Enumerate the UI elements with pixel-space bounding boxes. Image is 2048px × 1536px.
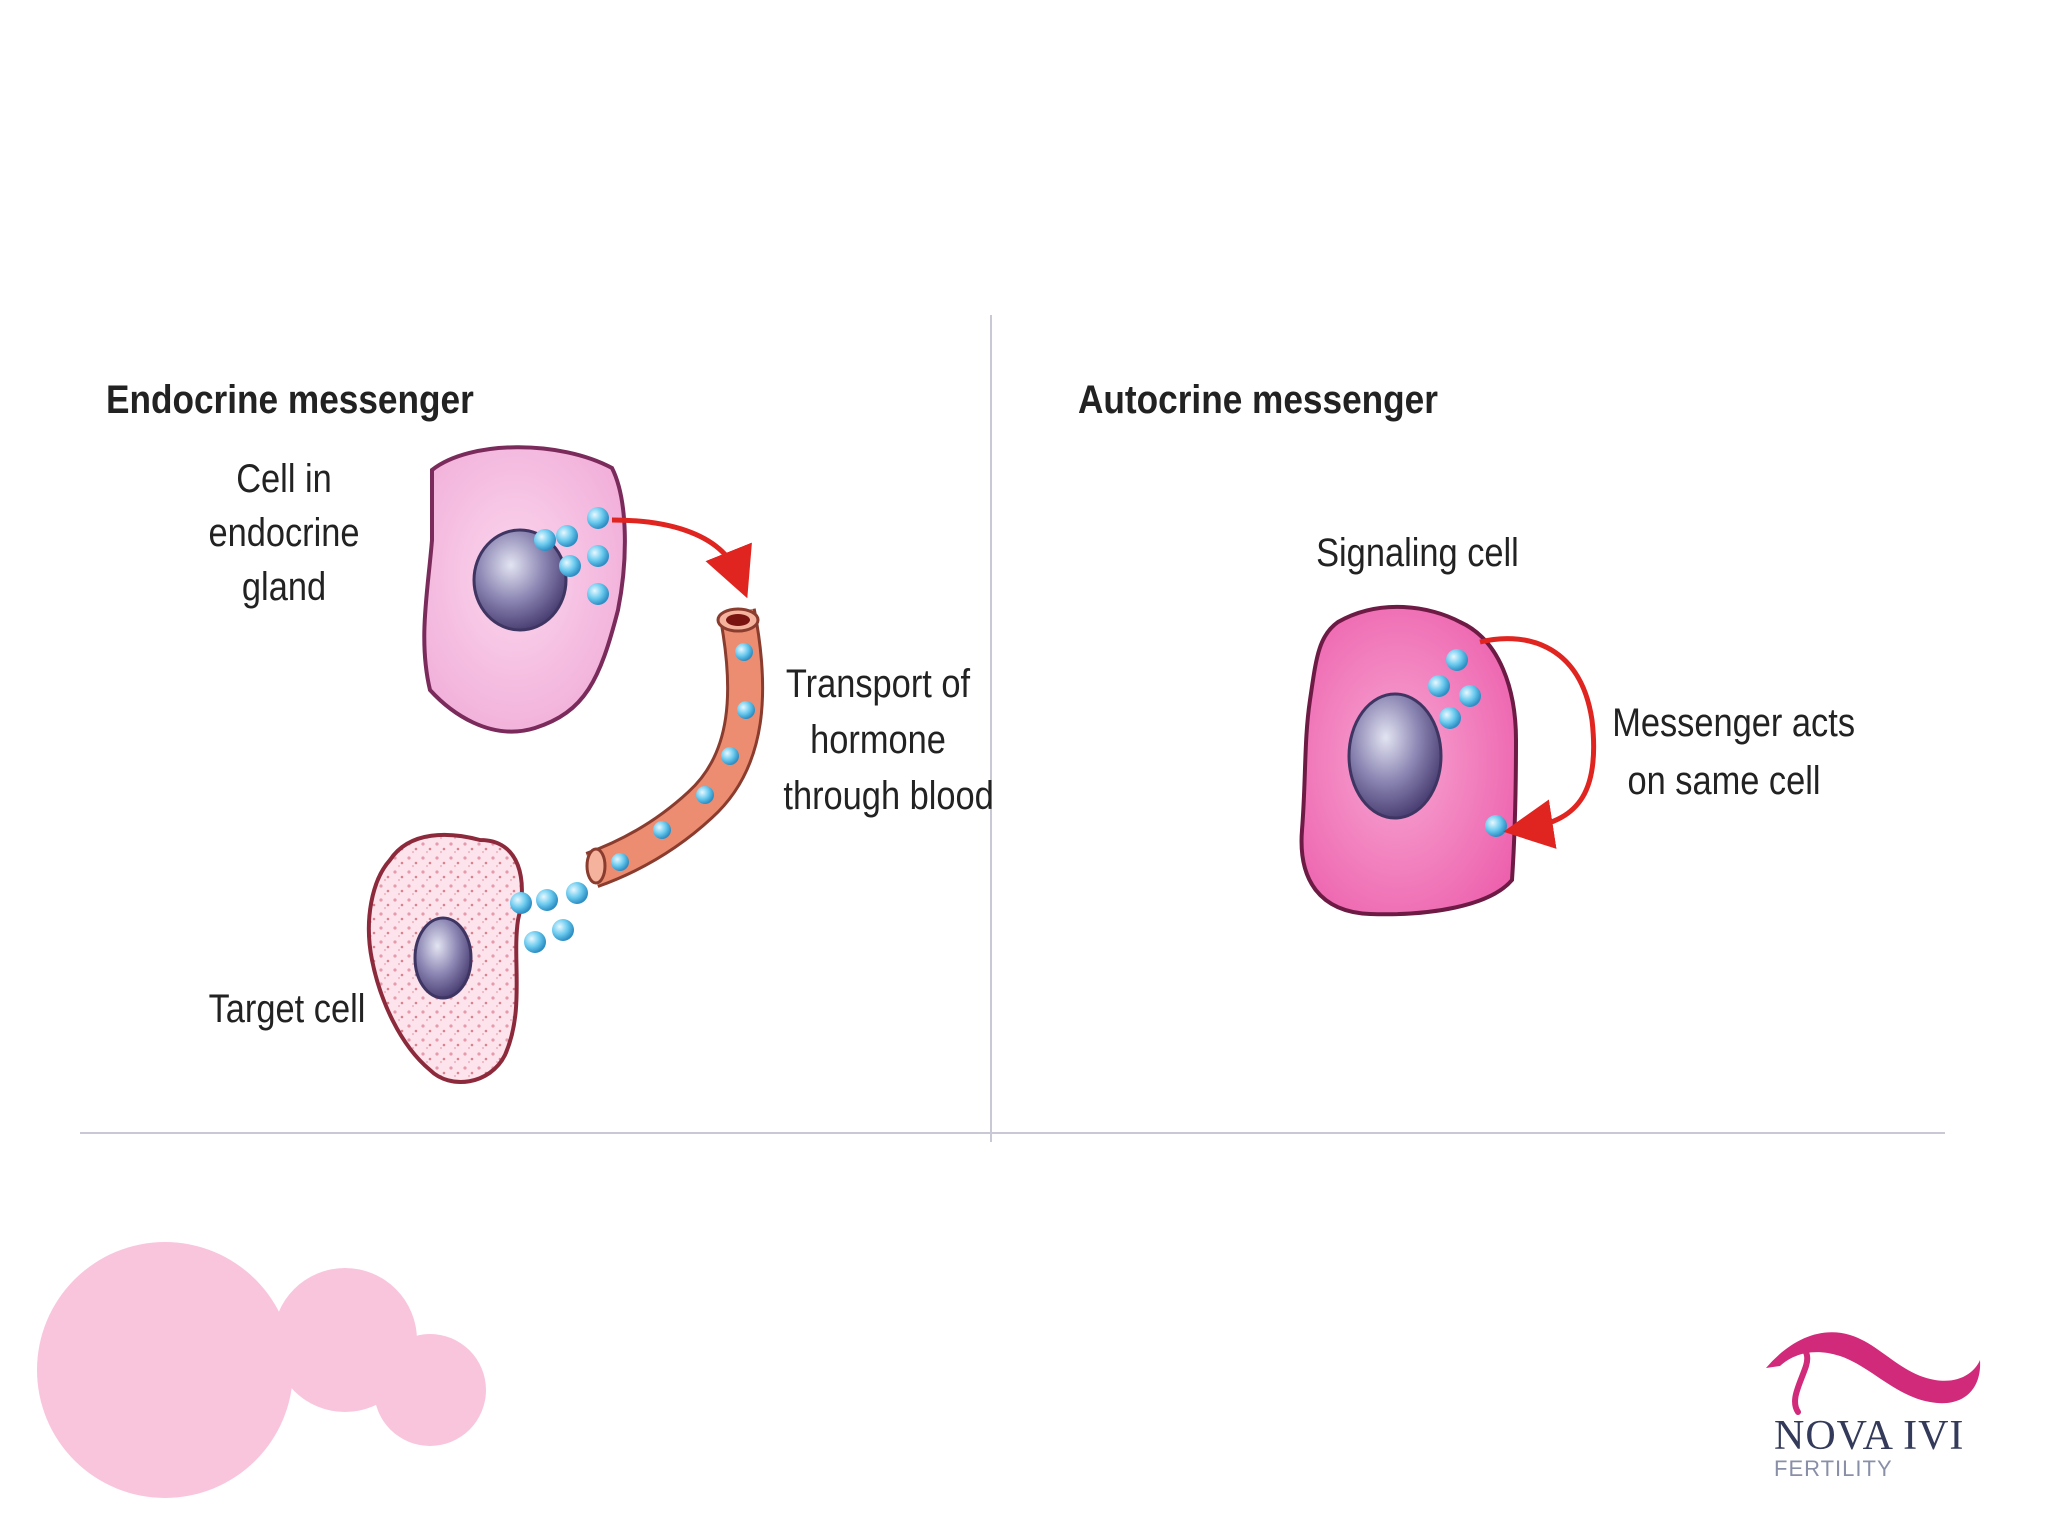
autocrine-red-arrow	[1479, 636, 1597, 849]
gland-nucleus	[472, 528, 568, 632]
signaling-nucleus	[1347, 692, 1443, 820]
target-messenger-dots	[510, 882, 588, 953]
logo-tagline: FERTILITY	[1774, 1456, 1893, 1481]
endocrine-gland-cell	[422, 445, 627, 734]
gland-messenger-dots	[534, 507, 609, 605]
messenger-action-label: Messenger acts on same cell	[1612, 701, 1856, 803]
gland-cell-label: Cell in endocrine gland	[208, 457, 360, 609]
logo-swirl-icon	[1766, 1332, 1981, 1415]
autocrine-title: Autocrine messenger	[1078, 378, 1438, 422]
transport-label: Transport of hormone through blood	[783, 662, 994, 818]
endocrine-title: Endocrine messenger	[106, 378, 474, 422]
signaling-messenger-dots	[1428, 649, 1507, 837]
target-cell	[366, 832, 524, 1084]
signaling-cell-label: Signaling cell	[1316, 531, 1519, 575]
target-nucleus	[413, 916, 473, 1000]
endocrine-red-arrow	[611, 517, 752, 599]
blood-vessel	[585, 607, 765, 888]
target-cell-label: Target cell	[208, 987, 366, 1031]
signaling-cell	[1299, 604, 1519, 917]
logo-name: NOVA IVI	[1774, 1413, 1965, 1459]
decorative-circles	[37, 1242, 486, 1498]
